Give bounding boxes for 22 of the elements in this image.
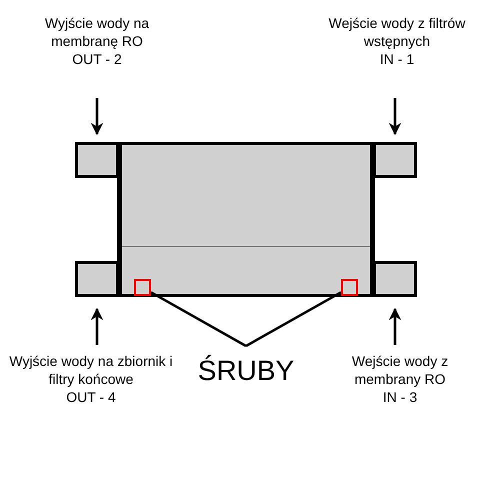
arrow [388, 308, 402, 345]
port-label: OUT - 2 [72, 50, 122, 68]
port-label: Wyjście wody na membranę RO [44, 14, 150, 50]
port-block [75, 261, 119, 297]
port-block [373, 142, 417, 178]
port-block [75, 142, 119, 178]
screw-marker [134, 279, 151, 296]
port-label: OUT - 4 [66, 388, 116, 406]
port-label: Wejście wody z membrany RO [350, 352, 450, 388]
arrow [90, 98, 104, 136]
filter-housing [117, 142, 375, 297]
port-label: IN - 1 [380, 50, 414, 68]
port-block [373, 261, 417, 297]
port-label: IN - 3 [382, 388, 418, 406]
port-label: Wejście wody z filtrów wstępnych [328, 14, 466, 50]
leader-line [245, 291, 342, 348]
arrow [90, 308, 104, 345]
port-label: Wyjście wody na zbiornik i filtry końcowe [8, 352, 174, 388]
arrow [388, 98, 402, 136]
screw-marker [341, 279, 358, 296]
leader-line [150, 291, 247, 348]
screws-label: ŚRUBY [198, 354, 294, 388]
